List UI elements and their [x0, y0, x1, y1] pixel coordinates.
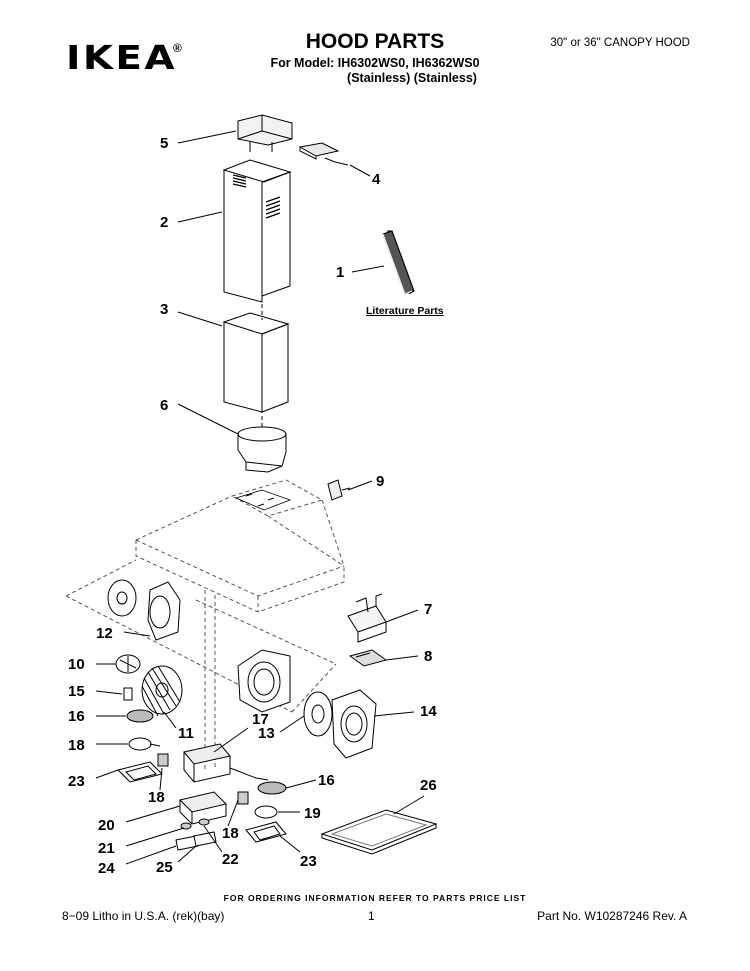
callout-22: 22	[222, 851, 239, 868]
part-1-literature	[382, 230, 415, 295]
callout-16-left: 16	[68, 708, 85, 725]
part-11-blower-wheel	[141, 665, 183, 717]
callout-7: 7	[424, 601, 432, 618]
callout-26: 26	[420, 777, 437, 794]
part-16-lamp-lens-left	[126, 709, 154, 723]
part-2-upper-chimney	[222, 159, 292, 303]
callout-4: 4	[372, 171, 381, 188]
part-26-grease-filter	[320, 809, 438, 855]
callout-6: 6	[160, 397, 168, 414]
part-17-control-box	[183, 743, 269, 783]
part-15-capacitor	[123, 687, 133, 701]
callout-8: 8	[424, 648, 432, 665]
registered-mark: ®	[173, 41, 182, 55]
part-12-blower-housing	[107, 579, 181, 641]
callout-9: 9	[376, 473, 384, 490]
callout-5: 5	[160, 135, 168, 152]
callout-16-right: 16	[318, 772, 335, 789]
callout-2: 2	[160, 214, 168, 231]
part-14-motor-housing	[331, 689, 377, 759]
literature-parts-label: Literature Parts	[366, 305, 444, 317]
part-16-lamp-lens-right	[257, 781, 287, 795]
ordering-note: FOR ORDERING INFORMATION REFER TO PARTS …	[223, 893, 527, 903]
page-title: HOOD PARTS	[305, 30, 445, 53]
canopy-hood-outline	[65, 479, 345, 770]
part-19-bulb-left	[128, 737, 161, 751]
finish-line: (Stainless) (Stainless)	[347, 71, 477, 85]
part-7-switch-bracket	[347, 593, 387, 643]
callout-15: 15	[68, 683, 85, 700]
part-20-switch-box	[179, 791, 227, 825]
part-23-light-cover-right	[245, 821, 287, 843]
part-9-small-bracket	[327, 479, 351, 501]
hood-type: 30" or 36" CANOPY HOOD	[550, 37, 690, 49]
callout-23-right: 23	[300, 853, 317, 870]
callout-1: 1	[336, 264, 344, 281]
part-21-22-24-25-small-parts	[175, 818, 217, 851]
part-6-blower-adapter	[237, 290, 287, 473]
callout-14: 14	[420, 703, 437, 720]
callout-18-right: 18	[222, 825, 239, 842]
part-8-switch	[348, 649, 388, 667]
ikea-logo: IKEA	[66, 38, 177, 77]
callout-19-left: 18	[68, 737, 85, 754]
part-23-light-cover-left	[117, 761, 163, 783]
model-line: For Model: IH6302WS0, IH6362WS0	[270, 56, 480, 70]
callout-11: 11	[178, 725, 194, 742]
part-13-blower-wheel-right	[237, 649, 333, 737]
callout-23-left: 23	[68, 773, 85, 790]
leader-lines	[95, 130, 425, 865]
part-19-bulb-right	[254, 805, 278, 819]
callout-19-right: 19	[304, 805, 321, 822]
callout-12: 12	[96, 625, 113, 642]
callout-17: 17	[252, 711, 269, 728]
callout-13: 13	[258, 725, 275, 742]
callout-3: 3	[160, 301, 168, 318]
part-5-duct-connector	[237, 114, 293, 152]
part-18-socket-right	[237, 791, 249, 805]
part-3-lower-chimney	[222, 312, 290, 413]
callout-20: 20	[98, 817, 115, 834]
page-number: 1	[368, 909, 375, 923]
callout-24: 24	[98, 860, 115, 877]
hood-control-panel	[234, 489, 292, 511]
callout-10: 10	[68, 656, 85, 673]
part-18-socket-left	[157, 753, 169, 767]
part-number: Part No. W10287246 Rev. A	[537, 909, 687, 923]
part-10-motor	[115, 654, 141, 674]
callout-18-left: 18	[148, 789, 165, 806]
part-4-bracket	[298, 142, 349, 166]
litho-info: 8−09 Litho in U.S.A. (rek)(bay)	[62, 909, 225, 923]
model-info: For Model: IH6302WS0, IH6362WS0 (Stainle…	[240, 56, 510, 86]
callout-21: 21	[98, 840, 115, 857]
callout-25: 25	[156, 859, 173, 876]
